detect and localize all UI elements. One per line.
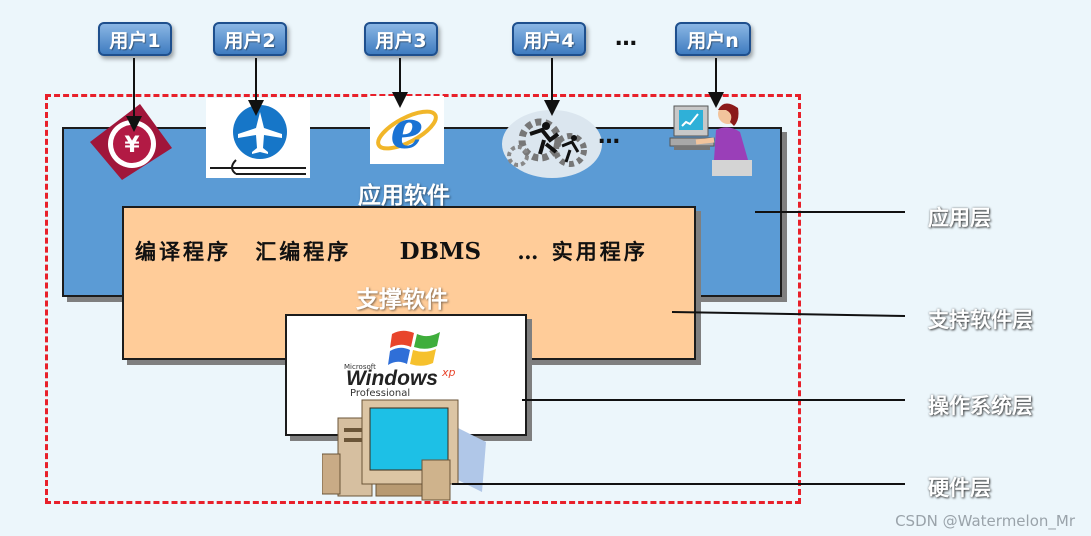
user-box-3: 用户3 bbox=[364, 22, 438, 56]
windows-brand-sup: xp bbox=[442, 366, 456, 379]
support-item-utilities: … 实用程序 bbox=[517, 239, 648, 264]
system-boundary-dashed bbox=[45, 94, 801, 504]
user-label: 用户2 bbox=[224, 29, 276, 52]
airplane-icon bbox=[210, 105, 306, 175]
user-box-n: 用户n bbox=[675, 22, 751, 56]
leader-support bbox=[671, 311, 906, 317]
desktop-computer-icon bbox=[322, 399, 486, 501]
user-label: 用户4 bbox=[523, 29, 575, 52]
computer-user-icon bbox=[669, 103, 752, 176]
svg-text:¥: ¥ bbox=[124, 133, 140, 158]
gears-people-icon bbox=[502, 110, 602, 178]
svg-text:e: e bbox=[390, 100, 423, 161]
user-label: 用户3 bbox=[375, 29, 427, 52]
windows-edition: Professional bbox=[350, 388, 411, 399]
side-label-hardware: 硬件层 bbox=[928, 476, 991, 500]
ie-browser-icon: e bbox=[376, 100, 438, 161]
application-layer-title: 应用软件 bbox=[358, 183, 450, 209]
support-items: 编译程序 汇编程序 DBMS … 实用程序 bbox=[135, 236, 648, 266]
user-box-2: 用户2 bbox=[213, 22, 287, 56]
windows-xp-logo: Microsoft Windows xp Professional bbox=[340, 328, 490, 402]
user-label: 用户n bbox=[687, 29, 739, 52]
windows-brand-small: Microsoft bbox=[344, 363, 376, 371]
support-item-dbms: DBMS bbox=[399, 238, 482, 265]
apps-ellipsis: … bbox=[598, 124, 620, 149]
side-label-os: 操作系统层 bbox=[928, 394, 1033, 418]
users-ellipsis: … bbox=[615, 26, 637, 51]
user-box-4: 用户4 bbox=[512, 22, 586, 56]
side-label-support: 支持软件层 bbox=[928, 308, 1033, 332]
yen-coin-icon: ¥ bbox=[90, 104, 172, 180]
windows-flag-icon bbox=[388, 330, 440, 366]
user-box-1: 用户1 bbox=[98, 22, 172, 56]
user-label: 用户1 bbox=[109, 29, 161, 52]
windows-brand: Windows bbox=[346, 367, 438, 390]
side-label-application: 应用层 bbox=[928, 206, 991, 230]
support-item-assembler: 汇编程序 bbox=[255, 239, 352, 264]
watermark: CSDN @Watermelon_Mr bbox=[895, 512, 1075, 530]
support-layer-title: 支撑软件 bbox=[356, 287, 448, 313]
support-item-compiler: 编译程序 bbox=[135, 239, 231, 264]
